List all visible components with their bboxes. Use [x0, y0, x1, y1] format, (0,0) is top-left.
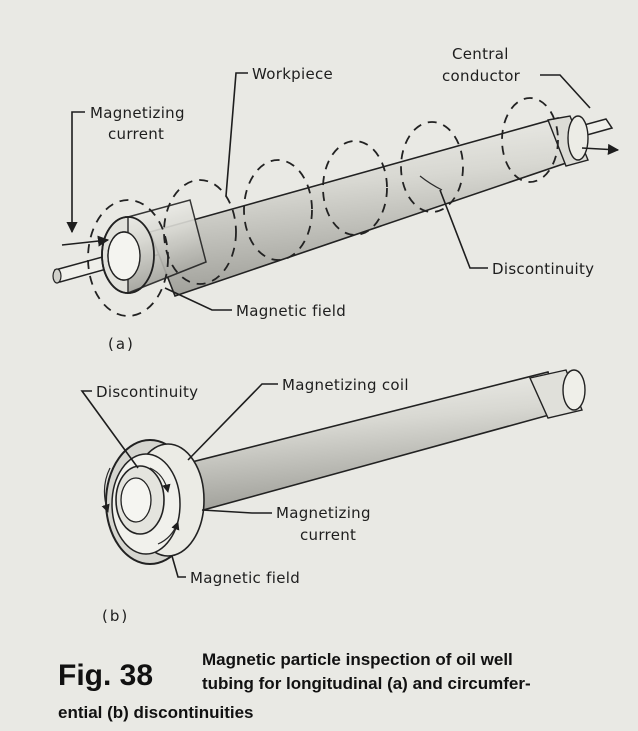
- leader-magnetic-field-b: [171, 555, 186, 578]
- leader-workpiece: [225, 72, 248, 197]
- label-central-conductor-line1: Central: [452, 45, 509, 63]
- current-out-arrow: [581, 143, 620, 156]
- label-central-conductor-line2: conductor: [442, 67, 521, 85]
- leader-magnetic-field-a: [164, 287, 232, 311]
- tube-end-b: [115, 465, 165, 535]
- label-magnetizing-coil: Magnetizing coil: [282, 376, 409, 394]
- leader-discontinuity-b: [80, 390, 139, 469]
- label-magnetizing-current-line2: current: [108, 125, 164, 143]
- label-magnetizing-current-line1: Magnetizing: [90, 104, 185, 122]
- panel-tag-b: (b): [102, 607, 129, 625]
- discontinuity-mark-a: [419, 175, 443, 191]
- workpiece-tube-b: [178, 369, 586, 513]
- leader-magnetizing-current: [66, 111, 85, 234]
- label-discontinuity-a: Discontinuity: [492, 260, 594, 278]
- current-in-arrow: [61, 235, 110, 247]
- figure-caption: Fig. 38 Magnetic particle inspection of …: [58, 650, 531, 722]
- field-arrow-b1: [101, 467, 111, 513]
- label-discontinuity-b: Discontinuity: [96, 383, 198, 401]
- leader-magnetizing-coil: [187, 383, 278, 461]
- magnetic-field-loops-a: [87, 97, 559, 317]
- caption-line1: Magnetic particle inspection of oil well: [202, 650, 513, 669]
- label-magnetic-field-b: Magnetic field: [190, 569, 300, 587]
- figure-number: Fig. 38: [58, 659, 153, 692]
- field-arrow-b2: [157, 521, 180, 545]
- caption-line3: ential (b) discontinuities: [58, 703, 254, 722]
- label-magnetizing-current-b-line2: current: [300, 526, 356, 544]
- leader-central-conductor: [540, 74, 591, 109]
- panel-tag-a: (a): [108, 335, 135, 353]
- leader-magnetizing-current-b: [201, 509, 272, 514]
- diagram-a: Magnetizing current Workpiece Central co…: [52, 45, 620, 353]
- workpiece-tube: [101, 115, 589, 298]
- label-workpiece: Workpiece: [252, 65, 333, 83]
- label-magnetizing-current-b-line1: Magnetizing: [276, 504, 371, 522]
- leader-discontinuity-a: [439, 189, 488, 269]
- label-magnetic-field-a: Magnetic field: [236, 302, 346, 320]
- field-arrow-b3: [149, 467, 171, 493]
- caption-line2: tubing for longitudinal (a) and circumfe…: [202, 674, 531, 693]
- diagram-b: Discontinuity Magnetizing coil Magnetizi…: [80, 369, 586, 625]
